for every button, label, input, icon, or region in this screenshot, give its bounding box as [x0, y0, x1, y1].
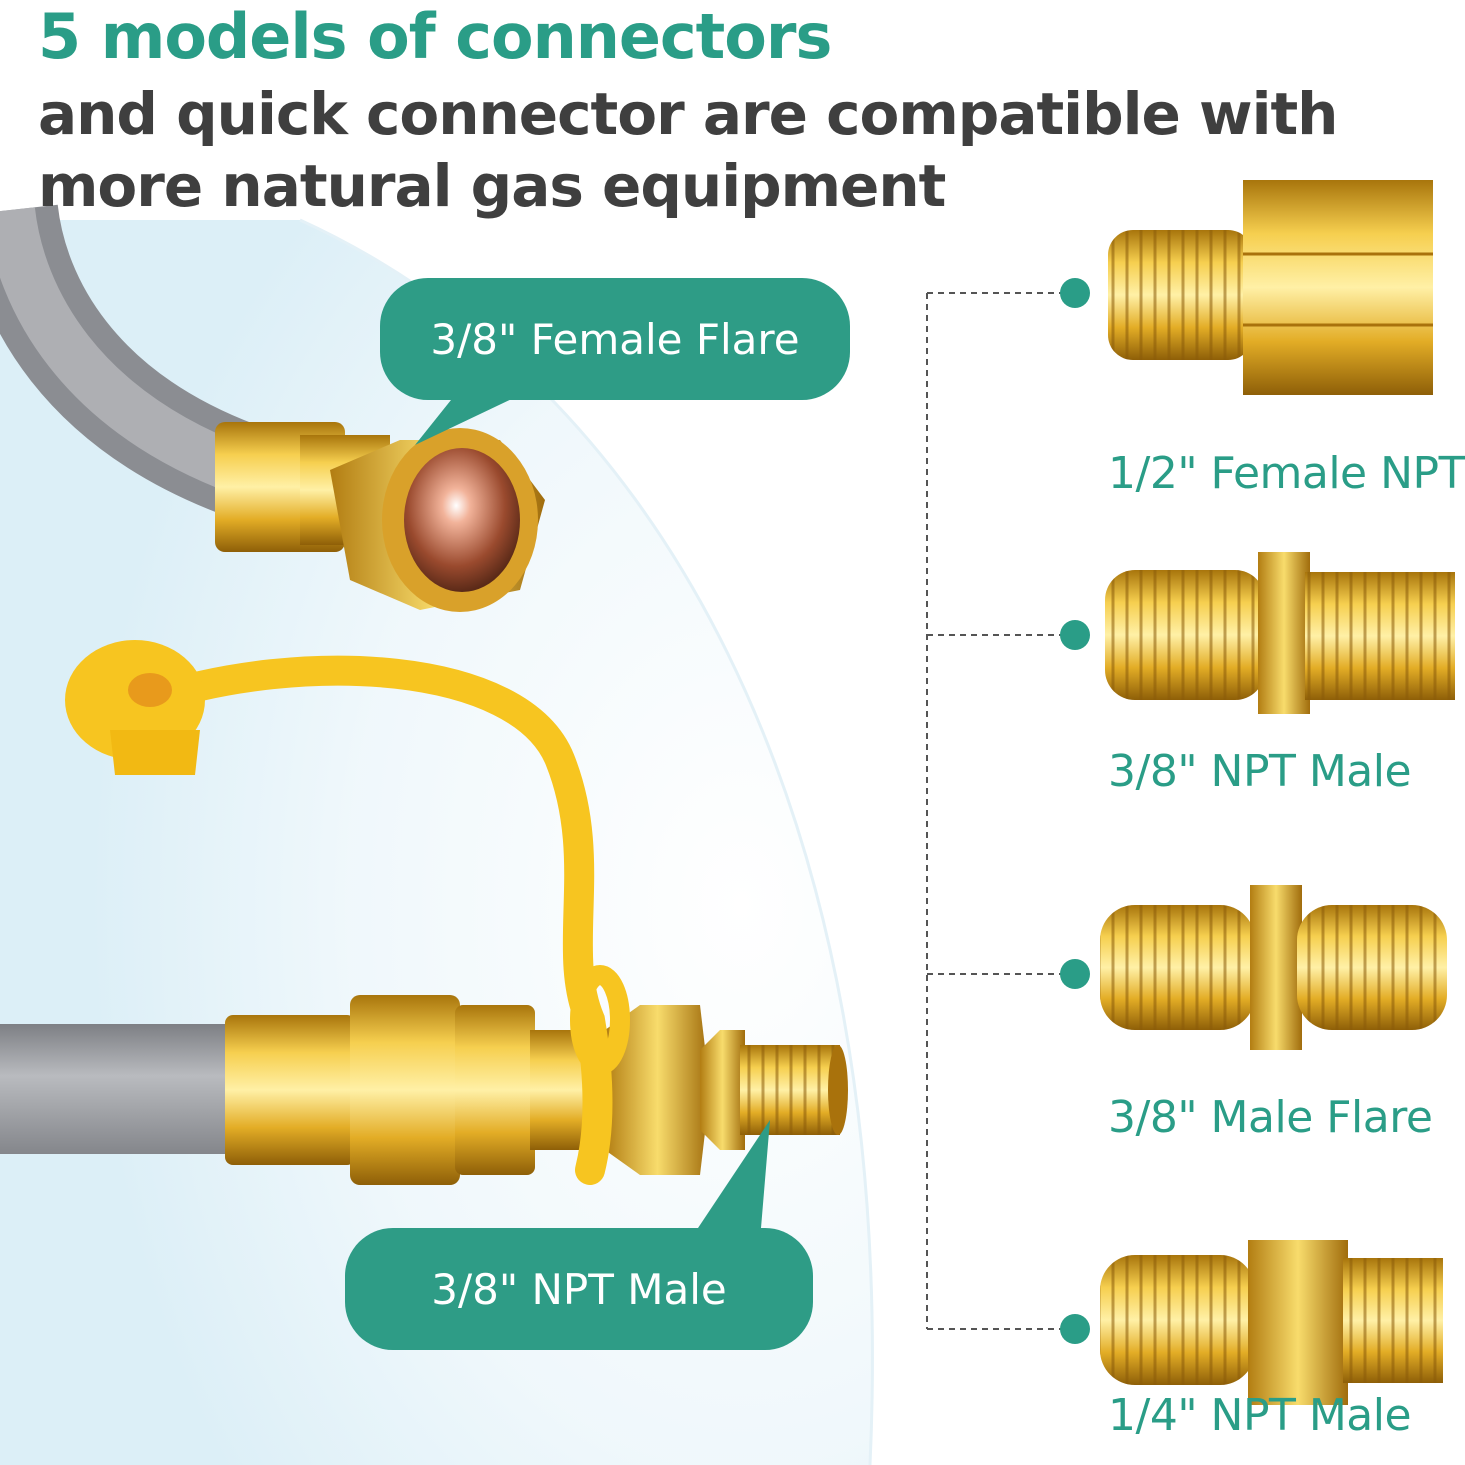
female-flare-fitting: [215, 422, 545, 612]
fitting-image-3-8-npt-male: [1105, 552, 1455, 714]
fitting-label: 3/8" Male Flare: [1108, 1092, 1433, 1143]
yellow-dust-cap: [65, 640, 630, 1185]
connector-dot: [1060, 1314, 1090, 1344]
fitting-label: 1/4" NPT Male: [1108, 1390, 1412, 1441]
connector-dot: [1060, 278, 1090, 308]
connector-dot: [1060, 959, 1090, 989]
fitting-image-3-8-male-flare: [1100, 885, 1447, 1050]
connector-dot: [1060, 620, 1090, 650]
fitting-image-1-2-female-npt: [1108, 180, 1433, 395]
fitting-image-1-4-npt-male: [1100, 1240, 1443, 1405]
headline-line-2: and quick connector are compatible with: [38, 80, 1338, 148]
callout-top-label: 3/8" Female Flare: [430, 314, 800, 364]
callout-female-flare: 3/8" Female Flare: [380, 278, 850, 400]
headline-line-3: more natural gas equipment: [38, 152, 946, 220]
callout-bottom-label: 3/8" NPT Male: [431, 1264, 727, 1314]
headline-line-1: 5 models of connectors: [38, 0, 832, 73]
fitting-connector-lines: [926, 292, 1062, 1330]
fitting-label: 3/8" NPT Male: [1108, 746, 1412, 797]
callout-npt-male: 3/8" NPT Male: [345, 1228, 813, 1350]
fitting-label: 1/2" Female NPT: [1108, 448, 1465, 499]
